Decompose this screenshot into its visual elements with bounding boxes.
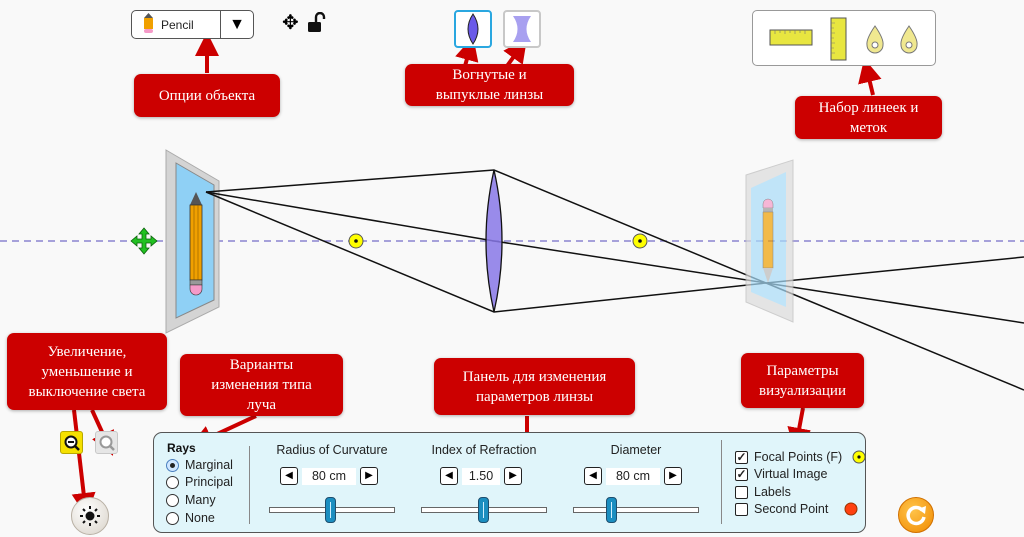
radio-label: None (185, 511, 215, 525)
index-slider-thumb[interactable] (478, 497, 489, 523)
zoom-out-button[interactable] (60, 431, 83, 454)
radio-label: Many (185, 493, 216, 507)
second-point-swatch-icon (844, 502, 858, 516)
radio-marginal[interactable]: Marginal (166, 458, 233, 472)
checkbox-virtual-image[interactable]: ✓ Virtual Image (735, 467, 827, 481)
radius-value[interactable]: 80 cm (302, 467, 356, 485)
checkbox[interactable] (735, 485, 748, 499)
radio-button[interactable] (166, 475, 179, 489)
rays-title: Rays (167, 441, 196, 455)
reset-icon (906, 505, 926, 526)
concave-lens-button[interactable] (503, 10, 541, 48)
index-value[interactable]: 1.50 (462, 467, 500, 485)
pencil-icon (144, 13, 153, 36)
index-label: Index of Refraction (431, 443, 537, 457)
focal-point-swatch-icon (852, 450, 866, 464)
ray-cont-1 (765, 256, 1024, 284)
radio-label: Principal (185, 475, 233, 489)
radius-decrement-button[interactable]: ◀ (280, 467, 298, 485)
radio-button[interactable] (166, 458, 179, 472)
horizontal-ruler-icon[interactable] (769, 29, 813, 46)
checkbox-label: Virtual Image (754, 467, 828, 481)
light-toggle-button[interactable] (71, 497, 109, 535)
checkbox-label: Labels (754, 485, 791, 499)
object-selector-label: Pencil (161, 17, 194, 32)
ray-cont-3 (765, 282, 1024, 391)
checkbox-labels[interactable]: Labels (735, 485, 791, 499)
index-increment-button[interactable]: ▶ (504, 467, 522, 485)
callout-zoom-light: Увеличение, уменьшение и выключение свет… (7, 333, 167, 410)
checkbox-label: Focal Points (F) (754, 450, 843, 464)
radio-button[interactable] (166, 511, 179, 525)
callout-rulers: Набор линеек и меток (795, 96, 942, 139)
tools-box (752, 10, 936, 66)
object-move-handle[interactable] (130, 227, 158, 255)
pencil-image (762, 198, 774, 283)
reset-button[interactable] (898, 497, 934, 533)
object-selector[interactable]: Pencil ▼ (131, 10, 254, 39)
zoom-out-icon (64, 435, 80, 451)
move-arrows-icon[interactable]: ✥ (282, 12, 299, 34)
zoom-in-button[interactable] (95, 431, 118, 454)
pencil-object[interactable] (189, 192, 203, 296)
radio-label: Marginal (185, 458, 233, 472)
concave-lens-icon (513, 16, 531, 42)
index-decrement-button[interactable]: ◀ (440, 467, 458, 485)
radio-button[interactable] (166, 493, 179, 507)
radio-none[interactable]: None (166, 511, 215, 525)
diameter-slider-thumb[interactable] (606, 497, 617, 523)
diameter-spinner: ◀ 80 cm ▶ (584, 467, 682, 485)
object-screen[interactable] (165, 149, 220, 334)
radio-principal[interactable]: Principal (166, 475, 233, 489)
diameter-value[interactable]: 80 cm (606, 467, 660, 485)
convex-lens[interactable] (485, 169, 503, 313)
ray-cont-2 (765, 282, 1024, 324)
zoom-in-icon (99, 435, 115, 451)
light-bulb-icon (80, 506, 100, 526)
unlocked-padlock-icon[interactable] (306, 11, 326, 39)
callout-visualization: Параметры визуализации (741, 353, 864, 408)
callout-lens-types: Вогнутые и выпуклые линзы (405, 64, 574, 106)
diameter-slider[interactable] (573, 507, 699, 513)
radius-slider-thumb[interactable] (325, 497, 336, 523)
focal-point-right[interactable] (632, 233, 648, 249)
callout-lens-params: Панель для изменения параметров линзы (434, 358, 635, 415)
checkbox[interactable]: ✓ (735, 466, 748, 481)
radius-spinner: ◀ 80 cm ▶ (280, 467, 378, 485)
vertical-ruler-icon[interactable] (830, 17, 847, 61)
marker-pin-icon[interactable] (866, 25, 884, 54)
diameter-label: Diameter (610, 443, 662, 457)
convex-lens-icon (467, 13, 479, 45)
radius-label: Radius of Curvature (276, 443, 388, 457)
marker-pin-icon[interactable] (900, 25, 918, 54)
checkbox[interactable] (735, 502, 748, 516)
radio-many[interactable]: Many (166, 493, 216, 507)
callout-ray-types: Варианты изменения типа луча (180, 354, 343, 416)
index-spinner: ◀ 1.50 ▶ (440, 467, 522, 485)
divider (721, 440, 722, 524)
focal-point-left[interactable] (348, 233, 364, 249)
callout-object-options: Опции объекта (134, 74, 280, 117)
radius-increment-button[interactable]: ▶ (360, 467, 378, 485)
checkbox-focal-points[interactable]: ✓ Focal Points (F) (735, 450, 866, 464)
diameter-increment-button[interactable]: ▶ (664, 467, 682, 485)
image-screen[interactable] (745, 159, 794, 323)
checkbox[interactable]: ✓ (735, 449, 748, 464)
checkbox-second-point[interactable]: Second Point (735, 502, 858, 516)
triangle-down-icon[interactable]: ▼ (220, 11, 253, 38)
checkbox-label: Second Point (754, 502, 829, 516)
diameter-decrement-button[interactable]: ◀ (584, 467, 602, 485)
divider (249, 446, 250, 524)
convex-lens-button[interactable] (454, 10, 492, 48)
